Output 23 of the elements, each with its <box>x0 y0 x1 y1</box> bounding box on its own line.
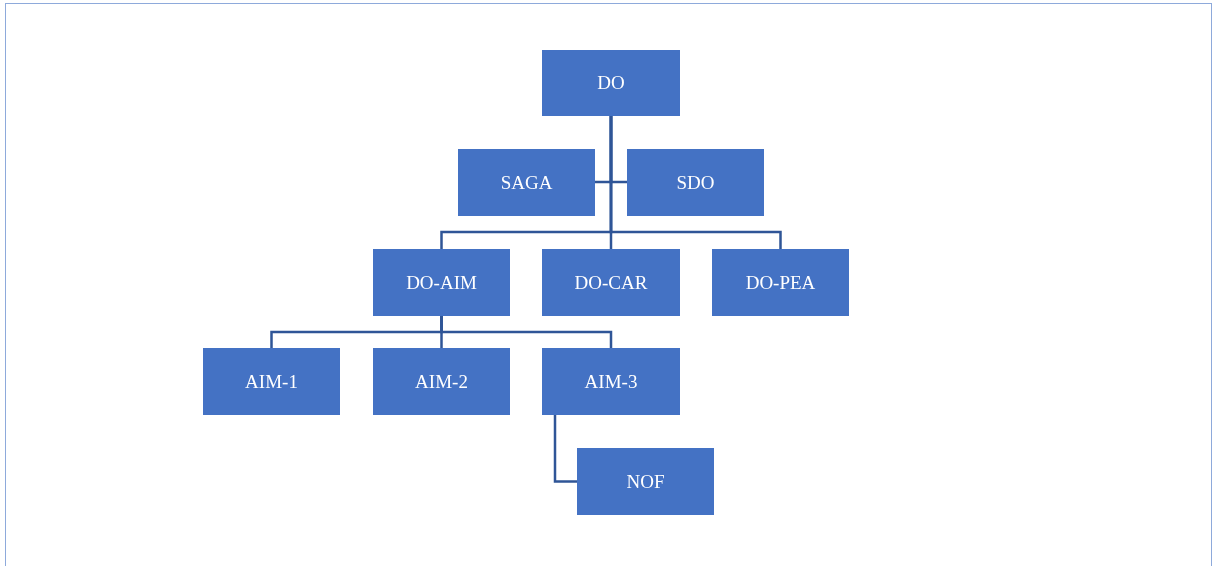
connector-line <box>609 116 782 249</box>
org-box <box>203 348 340 415</box>
box-label: AIM-1 <box>245 370 298 393</box>
org-box <box>712 249 849 316</box>
org-box <box>542 50 680 116</box>
connector-line <box>440 316 613 348</box>
connector-line <box>553 415 577 483</box>
box-label: SDO <box>676 171 715 194</box>
box-label: NOF <box>626 470 665 493</box>
org-box <box>542 348 680 415</box>
org-box <box>542 249 680 316</box>
org-box <box>627 149 764 216</box>
box-label: DO-CAR <box>574 271 648 294</box>
org-box <box>373 249 510 316</box>
box-label: DO-PEA <box>745 271 816 294</box>
box-label: DO-AIM <box>406 271 477 294</box>
box-label: AIM-2 <box>415 370 468 393</box>
box-label: AIM-3 <box>584 370 638 393</box>
org-box <box>373 348 510 415</box>
org-box <box>577 448 714 515</box>
box-label: DO <box>597 72 625 94</box>
org-box <box>458 149 595 216</box>
box-label: SAGA <box>500 171 553 194</box>
